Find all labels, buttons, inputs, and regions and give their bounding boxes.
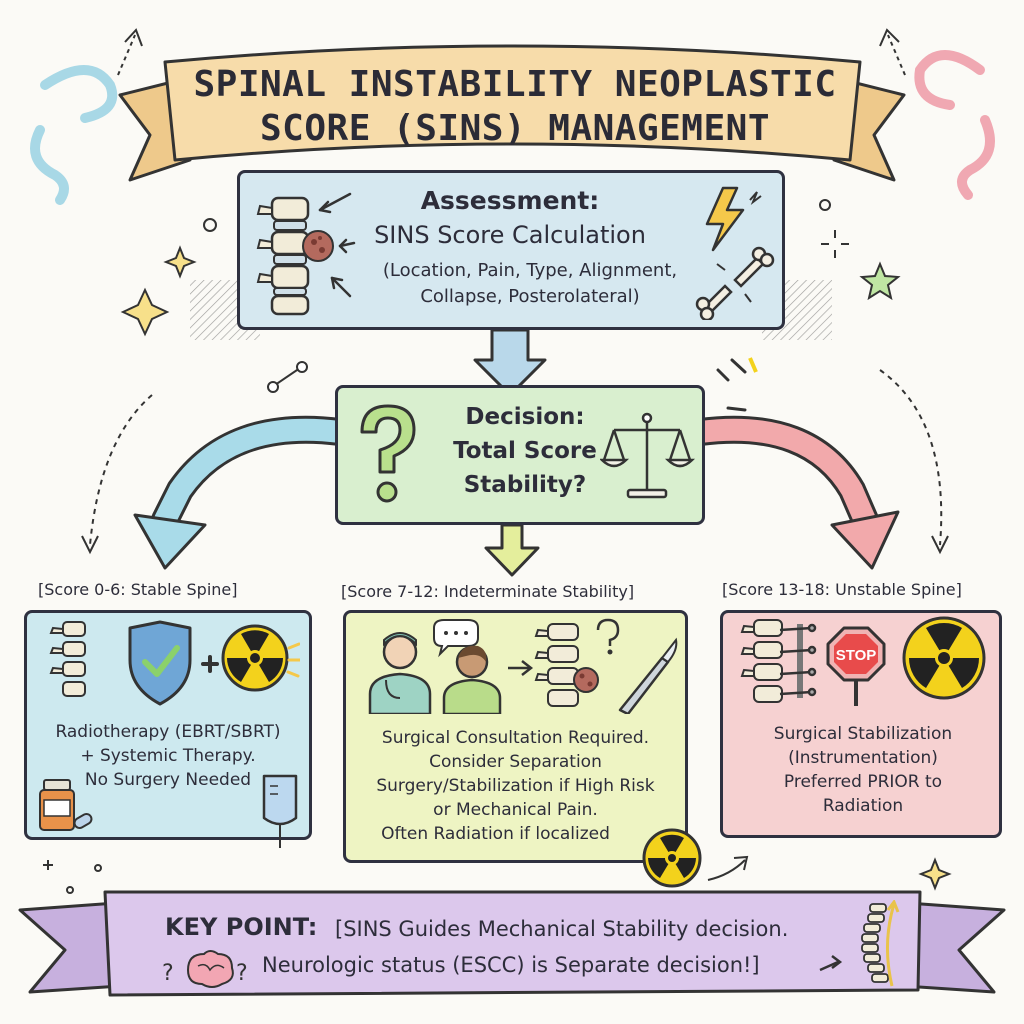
stable-result-line-1: Radiotherapy (EBRT/SBRT) (55, 722, 281, 742)
decision-line-1: Decision: (465, 404, 585, 430)
indeterminate-result-text: Surgical Consultation Required. Consider… (348, 726, 683, 846)
stable-icons (49, 620, 300, 706)
indeterminate-icons (368, 618, 678, 714)
title-ribbon (118, 44, 906, 182)
dotted-arrow-left (81, 394, 153, 555)
stable-result-line-2: + Systemic Therapy. (80, 746, 256, 766)
arrow-to-unstable (686, 415, 900, 570)
bubble-icon (203, 218, 217, 232)
unstable-result-line-1: Surgical Stabilization (773, 724, 953, 744)
indeterminate-result-line-5: Often Radiation if localized (381, 824, 610, 844)
key-point-title: KEY POINT: (165, 913, 318, 941)
unstable-result-text: Surgical Stabilization (Instrumentation)… (728, 722, 998, 818)
indeterminate-result-line-4: or Mechanical Pain. (433, 800, 598, 820)
scalpel-icon (618, 637, 678, 714)
instrumentation-rod-icon (779, 623, 817, 698)
unstable-result-line-4: Radiation (822, 796, 904, 816)
swirl-right-icon (914, 50, 995, 200)
spine-icon (49, 621, 86, 697)
stable-score-label: [Score 0-6: Stable Spine] (38, 580, 238, 599)
title-line-1: SPINAL INSTABILITY NEOPLASTIC (193, 64, 837, 105)
radiation-icon (642, 828, 702, 888)
spine-icon (740, 619, 783, 703)
brain-icon: ? ? (162, 950, 248, 988)
arrow-to-stable (133, 415, 354, 570)
dotted-arrow-top-right-icon (879, 28, 906, 76)
stop-sign-icon: STOP (826, 626, 886, 706)
swirl-left-icon (30, 65, 118, 205)
star-icon (859, 261, 901, 301)
stable-result-line-3: No Surgery Needed (84, 770, 252, 790)
svg-text:?: ? (162, 961, 174, 986)
balance-scale-icon (600, 412, 695, 499)
question-mark-icon (360, 404, 416, 503)
alert-accent (748, 357, 758, 373)
doctor-icon (368, 632, 432, 714)
tumor-icon (302, 230, 334, 262)
dotted-arrow-top-left-icon (117, 28, 143, 76)
indeterminate-result-line-3: Surgery/Stabilization if High Risk (376, 776, 655, 796)
sparkle-icon (120, 245, 952, 891)
indeterminate-result-line-1: Surgical Consultation Required. (381, 728, 650, 748)
svg-text:?: ? (236, 961, 248, 986)
radiation-icon (902, 616, 986, 700)
small-arrow-right (707, 855, 749, 881)
assessment-details-line-2: Collapse, Posterolateral) (420, 286, 640, 307)
key-point-line-2: Neurologic status (ESCC) is Separate dec… (262, 953, 760, 977)
spine-icon (534, 623, 579, 707)
bubble-icon (819, 199, 831, 211)
node-link-icon (267, 361, 308, 393)
indeterminate-result-line-2: Consider Separation (429, 752, 602, 772)
dotted-arrow-right (879, 369, 949, 555)
indeterminate-score-label: [Score 7-12: Indeterminate Stability] (341, 582, 635, 601)
assessment-details: (Location, Pain, Type, Alignment, Collap… (350, 258, 710, 310)
sparkle-small-icon (43, 860, 102, 894)
pill-bottle-icon (39, 779, 93, 831)
arrow-to-indeterminate (484, 523, 540, 577)
small-question-icon (596, 618, 620, 655)
lightning-icon (695, 186, 775, 320)
assessment-subheading: SINS Score Calculation (374, 221, 646, 249)
assessment-heading: Assessment: (420, 186, 600, 215)
plus-icon (201, 655, 219, 673)
stable-result-text: Radiotherapy (EBRT/SBRT) + Systemic Ther… (28, 720, 308, 792)
decision-text: Decision: Total Score Stability? (425, 400, 625, 502)
burst-icon (821, 230, 849, 258)
key-point-line-1: [SINS Guides Mechanical Stability decisi… (335, 917, 789, 941)
arrow-assessment-to-decision (473, 328, 547, 397)
spine-icon (256, 192, 356, 316)
unstable-score-label: [Score 13-18: Unstable Spine] (722, 580, 962, 599)
tumor-icon (573, 667, 599, 693)
assessment-details-line-1: (Location, Pain, Type, Alignment, (382, 260, 678, 281)
patient-icon (442, 645, 502, 714)
broken-bone-icon (695, 246, 775, 320)
decision-line-2: Total Score (453, 438, 597, 464)
speech-bubble-icon (433, 619, 479, 658)
unstable-icons: STOP (740, 616, 986, 706)
title-line-2: SCORE (SINS) MANAGEMENT (260, 108, 770, 149)
iv-bag-icon (262, 774, 298, 848)
unstable-result-line-2: (Instrumentation) (788, 748, 938, 768)
decision-line-3: Stability? (463, 472, 587, 498)
radiation-icon (221, 624, 289, 692)
arrow-right-icon (508, 660, 534, 676)
stop-sign-text: STOP (836, 647, 877, 664)
shield-check-icon (128, 620, 192, 706)
unstable-result-line-3: Preferred PRIOR to (783, 772, 943, 792)
page-title: SPINAL INSTABILITY NEOPLASTIC SCORE (SIN… (170, 48, 860, 166)
alert-lines-icon (716, 358, 747, 412)
spine-curve-icon (819, 900, 900, 987)
key-point-ribbon (18, 890, 1006, 997)
